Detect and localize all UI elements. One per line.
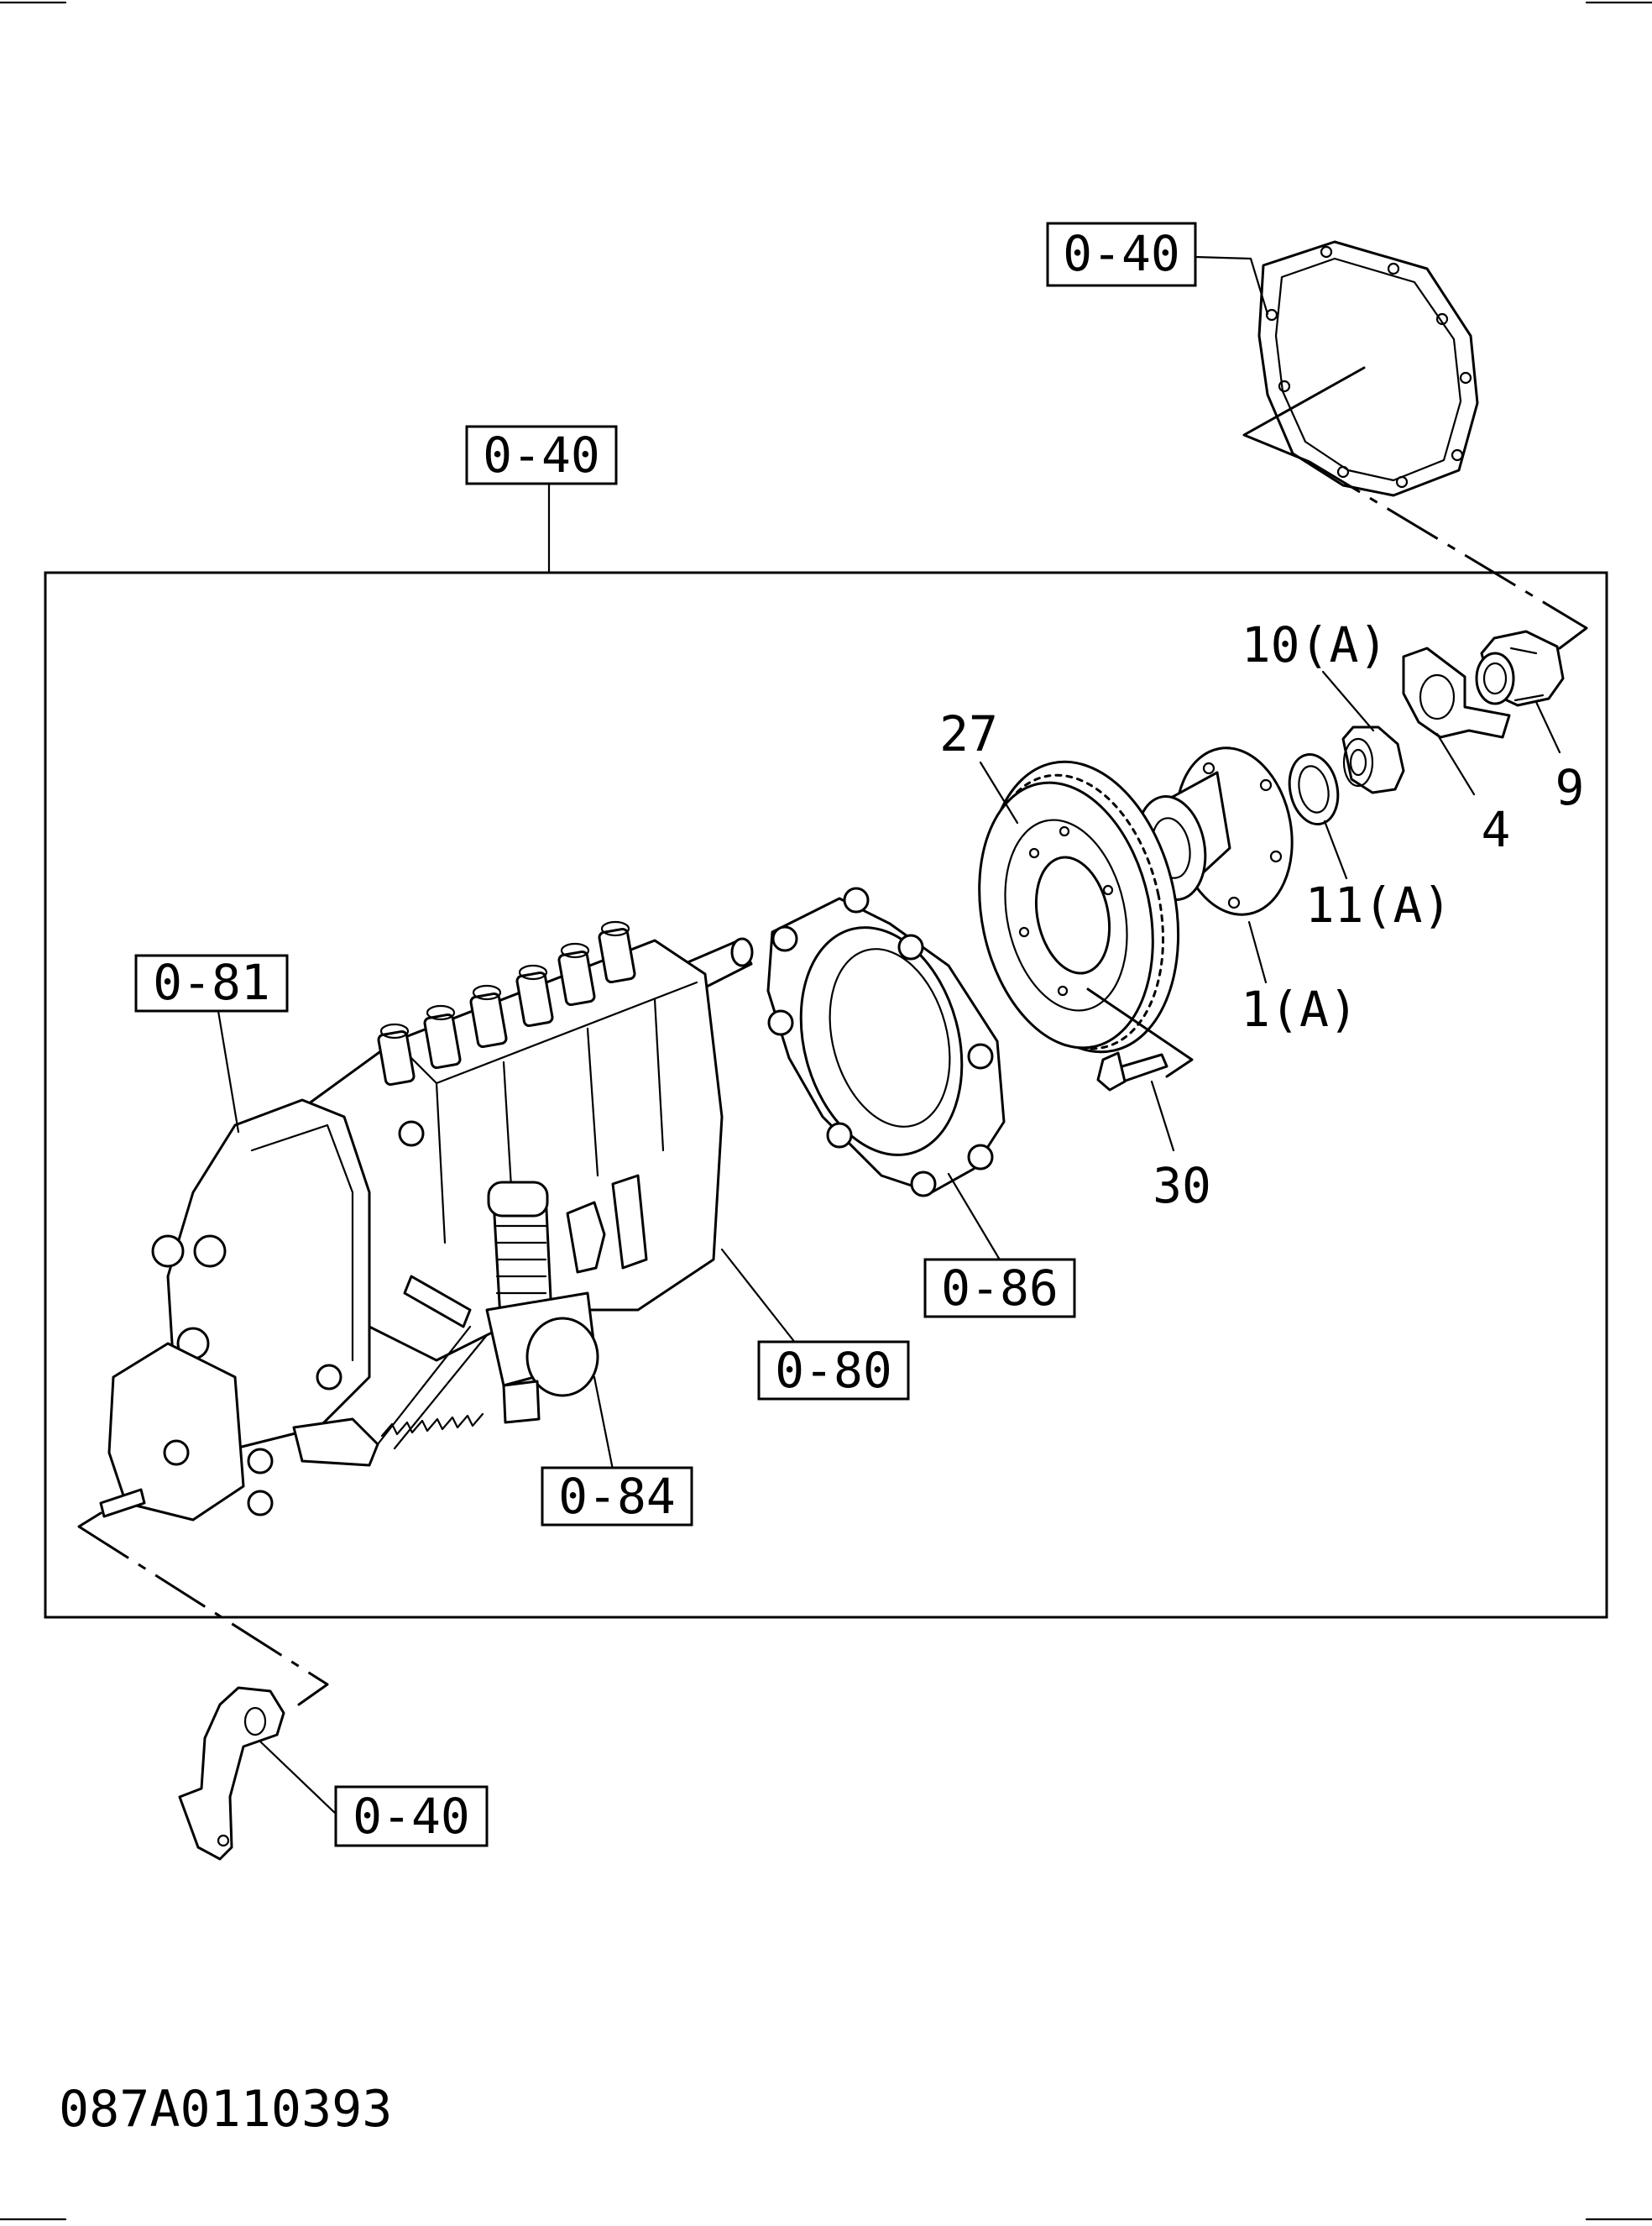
ref-box-timer-housing: 0-86: [923, 1258, 1076, 1318]
ref-box-pump-body: 0-80: [757, 1340, 910, 1401]
callout-30: 30: [1153, 1157, 1211, 1214]
ref-box-feed-pump: 0-84: [541, 1466, 693, 1527]
nut-9: [1475, 630, 1565, 707]
washer-11a: [1288, 753, 1340, 825]
delivery-valves: [377, 920, 636, 1087]
svg-text:0-80: 0-80: [775, 1342, 892, 1399]
leader-11a: [1323, 820, 1348, 880]
ref-box-gasket-top: 0-40: [1046, 222, 1197, 287]
svg-text:0-40: 0-40: [353, 1788, 470, 1845]
bolt-30: [1096, 1051, 1168, 1092]
svg-text:0-84: 0-84: [558, 1468, 676, 1525]
timer-housing: [766, 887, 1006, 1197]
leader-27: [979, 761, 1019, 825]
leader-0-80: [720, 1248, 797, 1345]
bracket-dash-chain: [78, 1525, 328, 1686]
callout-4: 4: [1482, 801, 1511, 858]
svg-text:0-40: 0-40: [483, 427, 600, 484]
injection-pump: [99, 920, 754, 1522]
leader-0-86: [947, 1172, 1002, 1263]
svg-text:0-86: 0-86: [941, 1260, 1059, 1317]
gasket-leader: [1194, 255, 1269, 316]
gasket-dash-end: [1558, 626, 1588, 650]
ref-box-bracket: 0-40: [334, 1785, 489, 1847]
leader-0-81: [217, 1009, 240, 1134]
assembly-frame: [44, 571, 1608, 1619]
gasket-dash-chain: [1309, 460, 1587, 630]
leader-30: [1150, 1080, 1175, 1152]
bolt-pointer: [1086, 987, 1194, 1078]
callout-11a: 11(A): [1305, 877, 1452, 934]
lock-washer-4: [1402, 647, 1511, 739]
gear-27: [978, 760, 1180, 1054]
leader-bracket: [259, 1740, 337, 1815]
leader-9: [1534, 700, 1561, 754]
callout-1a: 1(A): [1241, 981, 1358, 1038]
nut-10a: [1341, 725, 1405, 794]
callout-9: 9: [1555, 759, 1585, 816]
gasket-pointer: [1242, 366, 1366, 464]
leader-4: [1435, 732, 1476, 796]
bracket-part: [178, 1686, 285, 1861]
ref-box-pump-assembly: 0-40: [465, 425, 618, 485]
diagram-id: 087A0110393: [59, 2080, 392, 2139]
svg-text:0-40: 0-40: [1063, 225, 1180, 282]
svg-text:0-81: 0-81: [153, 954, 270, 1011]
callout-27: 27: [939, 705, 998, 762]
leader-1a: [1247, 920, 1268, 984]
ref-box-governor: 0-81: [134, 954, 289, 1013]
leader-10a: [1321, 670, 1375, 732]
gasket-plate: [1257, 240, 1479, 497]
bracket-dash-end: [77, 1511, 329, 1706]
callout-10a: 10(A): [1242, 616, 1388, 673]
